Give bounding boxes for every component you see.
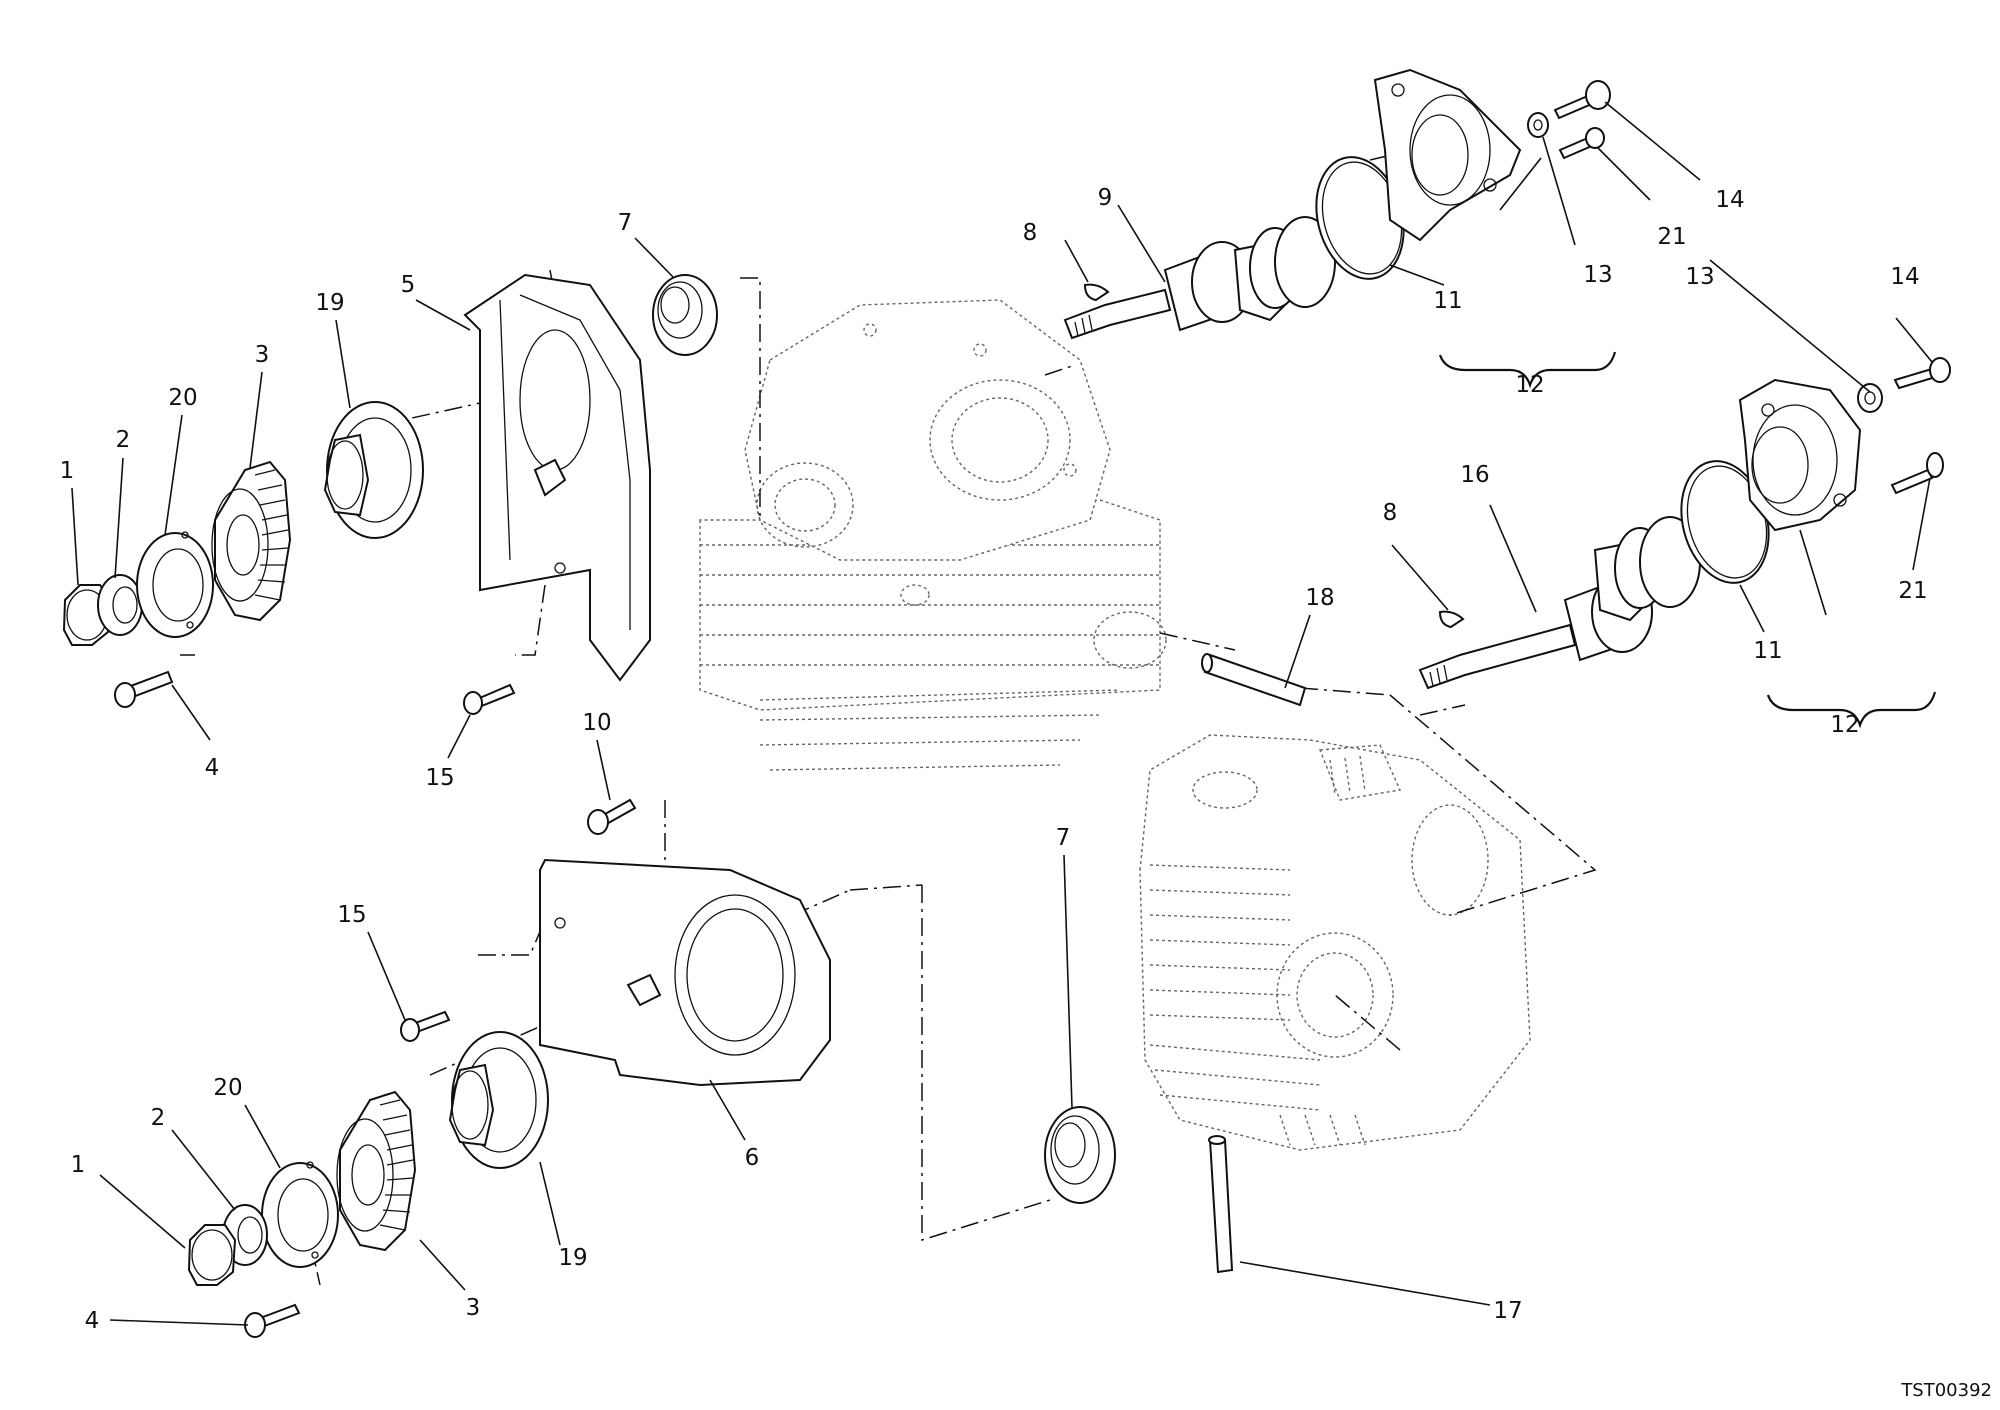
callout-12-upper: 12 <box>1515 372 1544 398</box>
callout-10: 10 <box>582 710 611 736</box>
screw-14-upper <box>1553 80 1611 120</box>
callout-3-upper: 3 <box>255 342 270 368</box>
callout-15-lower: 15 <box>337 902 366 928</box>
oil-seal-upper <box>652 274 718 356</box>
callout-2-upper: 2 <box>116 427 131 453</box>
callout-1-upper: 1 <box>60 458 75 484</box>
callout-20-lower: 20 <box>213 1075 242 1101</box>
belt-cover-lower <box>539 858 831 1087</box>
callout-13-lower: 13 <box>1685 264 1714 290</box>
callout-16: 16 <box>1460 462 1489 488</box>
callout-17: 17 <box>1493 1298 1522 1324</box>
callout-8-lower: 8 <box>1383 500 1398 526</box>
nut-lower <box>187 1224 237 1286</box>
callout-4-upper: 4 <box>205 755 220 781</box>
woodruff-key-upper <box>1083 283 1110 302</box>
drawing-code: TST00392 <box>1900 1380 1992 1401</box>
cam-cover-plate-lower <box>1738 378 1862 532</box>
callout-5: 5 <box>401 272 416 298</box>
bolt-lower <box>244 1303 301 1338</box>
callout-8-upper: 8 <box>1023 220 1038 246</box>
callout-7-upper: 7 <box>618 210 633 236</box>
belt-cover-upper <box>463 273 651 682</box>
cam-cover-plate-upper <box>1373 68 1522 242</box>
toothed-pulley-lower <box>336 1090 417 1252</box>
callout-13-upper: 13 <box>1583 262 1612 288</box>
callout-2-lower: 2 <box>151 1105 166 1131</box>
screw-14-lower <box>1893 357 1951 390</box>
oil-seal-lower <box>1044 1106 1116 1204</box>
callout-3-lower: 3 <box>466 1295 481 1321</box>
cover-bolt-10 <box>587 798 637 835</box>
pulley-hub-lower <box>448 1031 549 1169</box>
bolt-upper <box>114 670 174 708</box>
leader-lines <box>71 101 1933 1326</box>
flange-plate-lower <box>261 1161 339 1268</box>
stud-horizontal <box>1201 653 1307 707</box>
washer-upper <box>97 574 143 636</box>
toothed-pulley-upper <box>211 460 292 622</box>
pulley-hub-upper <box>323 401 424 539</box>
screw-21-lower <box>1890 452 1944 495</box>
cover-bolt-lower <box>400 1010 451 1042</box>
stud-vertical <box>1208 1135 1234 1274</box>
callout-12-lower: 12 <box>1830 712 1859 738</box>
cylinder-head-lower-outline <box>1139 734 1531 1151</box>
cylinder-head-upper-outline <box>699 299 1167 771</box>
camshaft-upper <box>1063 216 1336 340</box>
callout-11-upper: 11 <box>1433 288 1462 314</box>
callout-14-upper: 14 <box>1715 187 1744 213</box>
callout-11-lower: 11 <box>1753 638 1782 664</box>
callout-20-upper: 20 <box>168 385 197 411</box>
callout-19-lower: 19 <box>558 1245 587 1271</box>
callout-19-upper: 19 <box>315 290 344 316</box>
callout-4-lower: 4 <box>85 1308 100 1334</box>
callout-14-lower: 14 <box>1890 264 1919 290</box>
callout-9: 9 <box>1098 185 1113 211</box>
callout-18: 18 <box>1305 585 1334 611</box>
braces <box>1438 351 1937 729</box>
callout-21-lower: 21 <box>1898 578 1927 604</box>
screw-21-upper <box>1558 127 1605 160</box>
o-ring-lower <box>1680 460 1770 584</box>
callout-1-lower: 1 <box>71 1152 86 1178</box>
callout-7-lower: 7 <box>1056 825 1071 851</box>
washer-13-lower <box>1857 383 1883 413</box>
callout-15-upper: 15 <box>425 765 454 791</box>
washer-13-upper <box>1527 112 1549 138</box>
callout-21-upper: 21 <box>1657 224 1686 250</box>
callout-labels: 1 2 20 3 19 5 7 4 15 8 9 11 12 13 14 21 … <box>60 185 1928 1334</box>
woodruff-key-lower <box>1438 610 1465 629</box>
flange-plate-upper <box>136 531 214 638</box>
callout-6: 6 <box>745 1145 760 1171</box>
cover-bolt-upper <box>463 683 516 715</box>
camshaft-lower <box>1418 516 1701 690</box>
